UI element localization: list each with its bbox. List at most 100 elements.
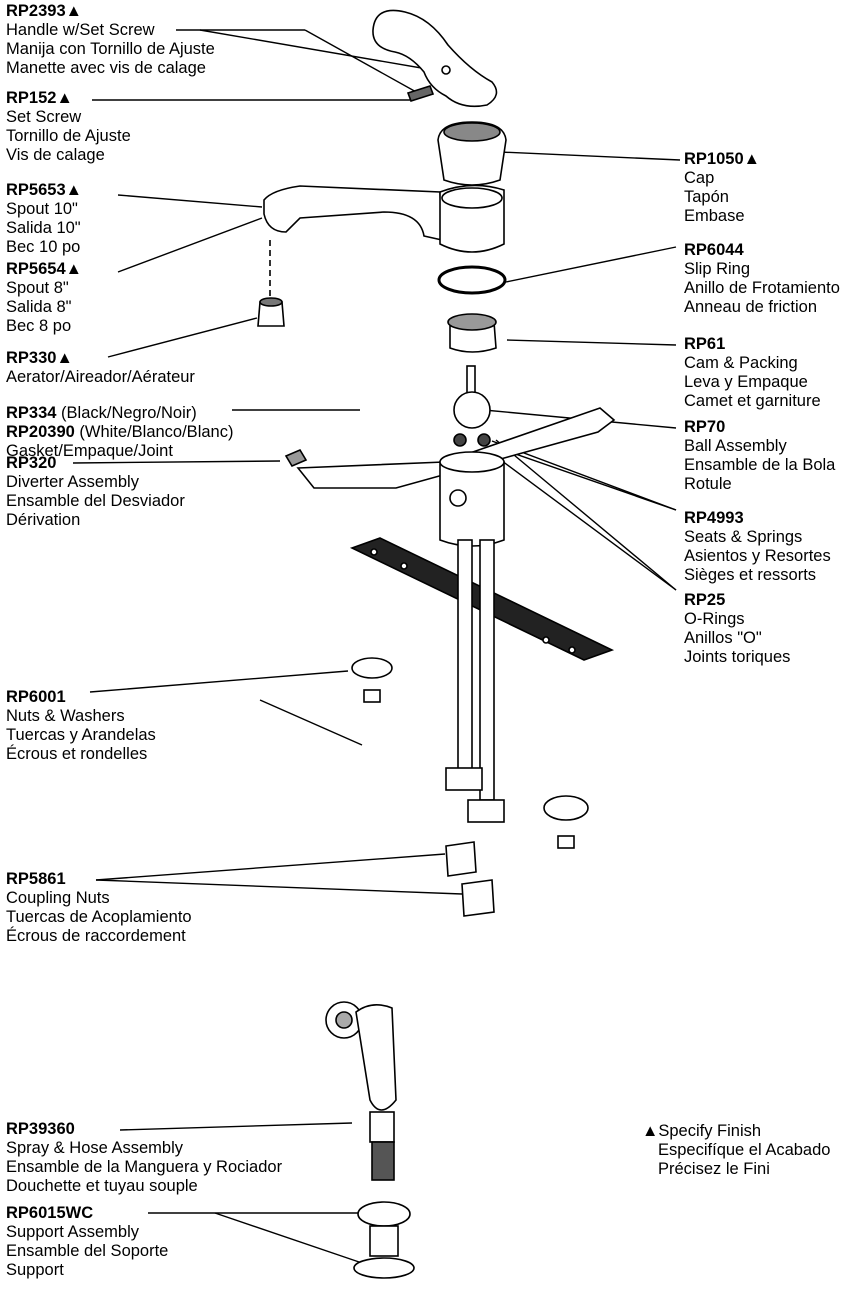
part-line: Set Screw xyxy=(6,108,82,126)
part-rp5861: RP5861 Coupling Nuts Tuercas de Acoplami… xyxy=(6,870,192,946)
part-line: Tornillo de Ajuste xyxy=(6,127,131,145)
part-code: RP5861 xyxy=(6,870,66,888)
part-line: O-Rings xyxy=(684,610,745,628)
cam-drawing xyxy=(447,313,497,353)
part-line: Rotule xyxy=(684,475,732,493)
part-rp152: RP152▲ Set Screw Tornillo de Ajuste Vis … xyxy=(6,89,131,165)
part-line: Handle w/Set Screw xyxy=(6,21,155,39)
part-code: RP152▲ xyxy=(6,89,73,107)
part-line: Camet et garniture xyxy=(684,392,821,410)
part-line: Anillo de Frotamiento xyxy=(684,279,840,297)
part-code: RP39360 xyxy=(6,1120,75,1138)
part-line: Spout 8" xyxy=(6,279,69,297)
part-rp320: RP320 Diverter Assembly Ensamble del Des… xyxy=(6,454,185,530)
part-rp61: RP61 Cam & Packing Leva y Empaque Camet … xyxy=(684,335,821,411)
coupling-nuts-drawing xyxy=(445,841,495,917)
part-line: Anillos "O" xyxy=(684,629,762,647)
part-rp5653: RP5653▲ Spout 10" Salida 10" Bec 10 po xyxy=(6,181,82,257)
part-rp6001: RP6001 Nuts & Washers Tuercas y Arandela… xyxy=(6,688,156,764)
part-code-alt-suffix: (White/Blanco/Blanc) xyxy=(74,423,234,441)
part-code: RP334 xyxy=(6,404,57,422)
part-line: Diverter Assembly xyxy=(6,473,139,491)
part-code: RP330▲ xyxy=(6,349,73,367)
handle-drawing xyxy=(372,9,498,108)
part-line: Gasket/Empaque/Joint xyxy=(6,442,173,460)
part-line: Support Assembly xyxy=(6,1223,139,1241)
part-line: Aerator/Aireador/Aérateur xyxy=(6,368,195,386)
part-code: RP6044 xyxy=(684,241,744,259)
part-line: Ensamble de la Bola xyxy=(684,456,836,474)
part-rp2393: RP2393▲ Handle w/Set Screw Manija con To… xyxy=(6,2,215,78)
part-line: Spout 10" xyxy=(6,200,78,218)
valve-plate-drawing xyxy=(284,407,616,547)
part-line: Seats & Springs xyxy=(684,528,803,546)
part-code: RP320 xyxy=(6,454,57,472)
part-line: Dérivation xyxy=(6,511,81,529)
cap-drawing xyxy=(437,121,507,186)
part-line: Tuercas de Acoplamiento xyxy=(6,908,192,926)
part-line: Ensamble del Soporte xyxy=(6,1242,169,1260)
part-code: RP2393▲ xyxy=(6,2,82,20)
leader-lines-left xyxy=(72,29,463,1264)
part-line: Leva y Empaque xyxy=(684,373,808,391)
part-rp25: RP25 O-Rings Anillos "O" Joints toriques xyxy=(684,591,790,667)
part-line: Nuts & Washers xyxy=(6,707,125,725)
part-line: Salida 10" xyxy=(6,219,81,237)
part-code-suffix: (Black/Negro/Noir) xyxy=(56,404,197,422)
part-line: Écrous de raccordement xyxy=(6,927,186,945)
part-code: RP6001 xyxy=(6,688,66,706)
finish-note-line: ▲Specify Finish xyxy=(642,1122,762,1140)
part-rp334-label: RP334 (Black/Negro/Noir) RP20390 (White/… xyxy=(6,404,233,461)
part-line: Slip Ring xyxy=(684,260,751,278)
finish-note: ▲Specify Finish Especifíque el Acabado P… xyxy=(642,1122,830,1179)
part-code: RP6015WC xyxy=(6,1204,94,1222)
aerator-drawing xyxy=(257,297,285,327)
part-line: Embase xyxy=(684,207,745,225)
part-line: Douchette et tuyau souple xyxy=(6,1177,198,1195)
part-line: Manette avec vis de calage xyxy=(6,59,206,77)
washers-drawing xyxy=(351,657,589,849)
part-code: RP4993 xyxy=(684,509,744,527)
part-line: Asientos y Resortes xyxy=(684,547,831,565)
part-code: RP5654▲ xyxy=(6,260,82,278)
finish-note-line: Précisez le Fini xyxy=(658,1160,770,1178)
part-rp4993: RP4993 Seats & Springs Asientos y Resort… xyxy=(684,509,831,585)
part-rp330: RP330▲ Aerator/Aireador/Aérateur xyxy=(6,349,195,387)
part-line: Bec 10 po xyxy=(6,238,81,256)
spray-drawing xyxy=(325,1001,397,1181)
part-line: Spray & Hose Assembly xyxy=(6,1139,183,1157)
leader-lines-right xyxy=(483,151,681,591)
part-rp5654: RP5654▲ Spout 8" Salida 8" Bec 8 po xyxy=(6,260,82,336)
part-rp1050: RP1050▲ Cap Tapón Embase xyxy=(684,150,760,226)
part-rp70: RP70 Ball Assembly Ensamble de la Bola R… xyxy=(684,418,835,494)
part-line: Tuercas y Arandelas xyxy=(6,726,156,744)
supply-tubes-drawing xyxy=(445,539,505,823)
ball-drawing xyxy=(453,365,491,429)
part-code: RP1050▲ xyxy=(684,150,760,168)
part-rp6015wc: RP6015WC Support Assembly Ensamble del S… xyxy=(6,1204,168,1280)
part-code: RP70 xyxy=(684,418,726,436)
part-line: Écrous et rondelles xyxy=(6,745,148,763)
part-line: Salida 8" xyxy=(6,298,72,316)
part-line: Ensamble de la Manguera y Rociador xyxy=(6,1158,283,1176)
support-drawing xyxy=(353,1201,415,1279)
part-code: RP61 xyxy=(684,335,726,353)
part-line: Bec 8 po xyxy=(6,317,72,335)
part-line: Ensamble del Desviador xyxy=(6,492,185,510)
part-code-alt: RP20390 xyxy=(6,423,75,441)
part-rp6044: RP6044 Slip Ring Anillo de Frotamiento A… xyxy=(684,241,840,317)
part-line: Joints toriques xyxy=(684,648,791,666)
part-line: Tapón xyxy=(684,188,729,206)
part-code: RP25 xyxy=(684,591,726,609)
part-line: Ball Assembly xyxy=(684,437,787,455)
part-line: Coupling Nuts xyxy=(6,889,110,907)
finish-note-line: Especifíque el Acabado xyxy=(658,1141,831,1159)
part-line: Cap xyxy=(684,169,715,187)
part-line: Anneau de friction xyxy=(684,298,818,316)
part-line: Manija con Tornillo de Ajuste xyxy=(6,40,215,58)
part-line: Vis de calage xyxy=(6,146,105,164)
slip-ring-drawing xyxy=(437,265,507,295)
part-line: Cam & Packing xyxy=(684,354,798,372)
seats-drawing xyxy=(453,433,491,447)
part-line: Sièges et ressorts xyxy=(684,566,817,584)
